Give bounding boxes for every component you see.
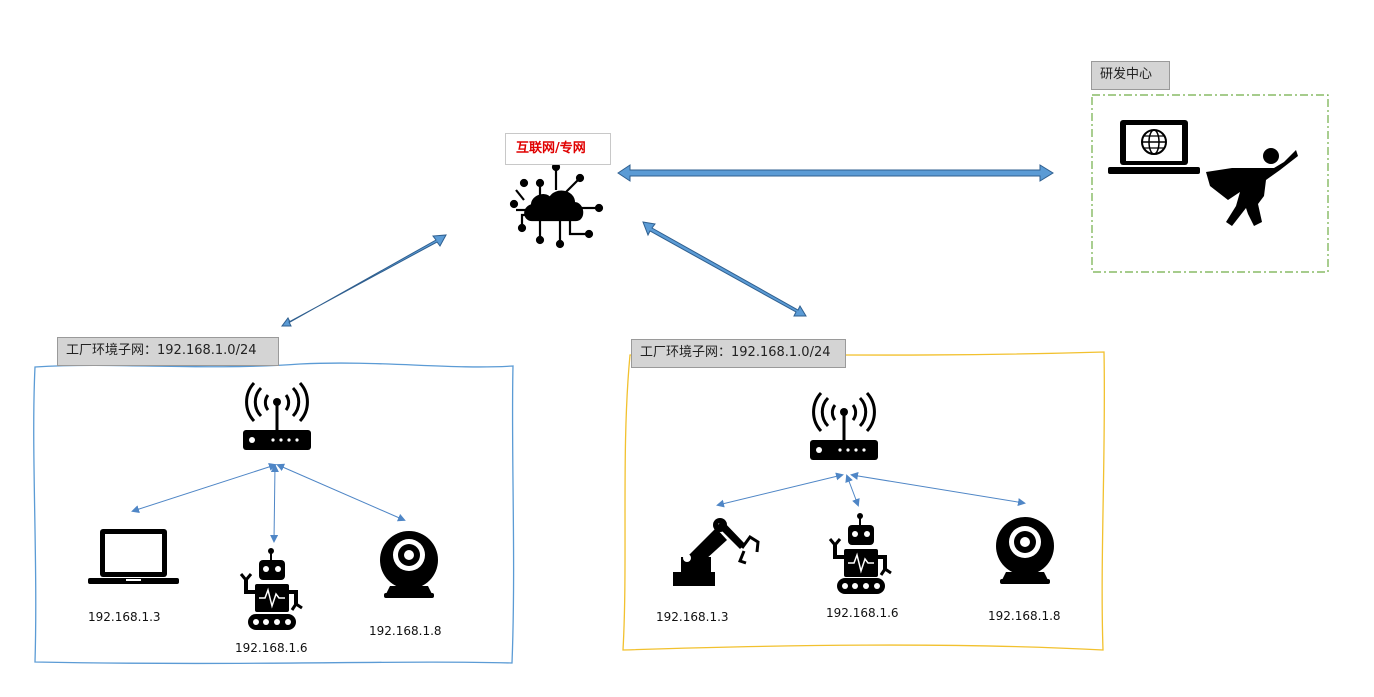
left-subnet-links [131, 463, 406, 543]
right-subnet-frame [622, 351, 1106, 651]
cloud-network-icon [509, 162, 604, 249]
webcam-icon [996, 517, 1054, 584]
left-laptop-ip: 192.168.1.3 [88, 610, 161, 624]
left-webcam-ip: 192.168.1.8 [369, 624, 442, 638]
right-arm-ip: 192.168.1.3 [656, 610, 729, 624]
left-router-icon [243, 381, 311, 450]
laptop-globe-icon [1108, 120, 1200, 174]
link-cloud-right-subnet [642, 221, 807, 317]
left-subnet-label: 工厂环境子网：192.168.1.0/24 [57, 337, 279, 366]
right-robot-ip: 192.168.1.6 [826, 606, 899, 620]
robotic-arm-icon [673, 518, 760, 586]
laptop-icon [88, 529, 179, 584]
left-robot-ip: 192.168.1.6 [235, 641, 308, 655]
right-router-icon [810, 391, 878, 460]
link-cloud-left-subnet [281, 234, 447, 327]
internet-label: 互联网/专网 [505, 133, 611, 165]
superhero-icon [1206, 148, 1298, 226]
link-cloud-rnd [617, 164, 1054, 182]
right-subnet-label: 工厂环境子网：192.168.1.0/24 [631, 339, 846, 368]
rnd-label: 研发中心 [1091, 61, 1170, 90]
right-subnet-links [716, 472, 1026, 508]
robot-icon [828, 513, 892, 594]
rnd-frame [1091, 94, 1329, 273]
right-webcam-ip: 192.168.1.8 [988, 609, 1061, 623]
webcam-icon [380, 531, 438, 598]
robot-icon [239, 548, 303, 630]
